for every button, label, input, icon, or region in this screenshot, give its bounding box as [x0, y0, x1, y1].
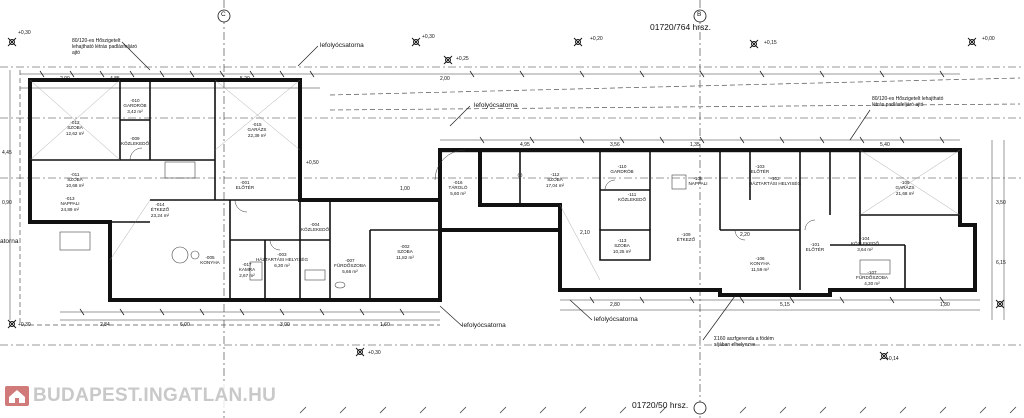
downpipe-label: lefolyócsatorna: [474, 102, 518, 109]
axis-label-b: B: [697, 11, 702, 18]
dimension-value: 5,20: [240, 76, 250, 82]
dimension-value: 2,84: [100, 322, 110, 328]
level-label: +0,30: [368, 350, 381, 356]
downpipe-label: lefolyócsatorna: [320, 42, 364, 49]
dimension-value: 3,00: [280, 322, 290, 328]
downpipe-label: lefolyócsatorna: [594, 316, 638, 323]
left-house-inner-walls: [30, 80, 440, 300]
dimension-value: 4,85: [110, 76, 120, 82]
level-label: +0,15: [764, 40, 777, 46]
dimension-value: 2,80: [610, 302, 620, 308]
dimension-value: 0,90: [2, 200, 12, 206]
level-label: +0,30: [18, 30, 31, 36]
dimension-value: 5,40: [880, 142, 890, 148]
dimension-value: 1,80: [940, 302, 950, 308]
bottom-edge-marks: [299, 406, 1017, 414]
left-house-hatching: [29, 79, 301, 261]
dimension-value: 2,00: [440, 76, 450, 82]
dimension-value: 1,35: [690, 142, 700, 148]
dimension-ticks: [39, 70, 945, 316]
level-label: +0,00: [982, 36, 995, 42]
house-logo-icon: [5, 386, 29, 406]
left-house-walls: [28, 78, 442, 302]
dimension-value: 3,56: [610, 142, 620, 148]
lot-label-bottom: 01720/50 hrsz.: [632, 400, 689, 410]
dimension-value: 2,00: [60, 76, 70, 82]
downpipe-label: lefolyócsatorna: [462, 322, 506, 329]
leader-lines: [121, 41, 871, 341]
level-label: +0,20: [590, 36, 603, 42]
dimension-value: 2,20: [740, 232, 750, 238]
watermark-text: BUDAPEST.INGATLAN.HU: [33, 385, 277, 406]
level-label: +0,25: [456, 56, 469, 62]
dimension-value: 4,95: [520, 142, 530, 148]
dimension-value: 6,00: [180, 322, 190, 328]
axis-bubbles: [217, 9, 707, 415]
fixtures: [59, 161, 891, 289]
note-ladder-left: 80/120-es Hőszigetelt lehajtható létrás …: [72, 38, 138, 56]
level-label: +0,30: [18, 322, 31, 328]
dimension-value: 3,50: [996, 200, 1006, 206]
dimension-value: 1,00: [400, 186, 410, 192]
level-markers: [7, 37, 1005, 361]
note-ladder-right: 80/120-es Hőszigetelt lehajtható létrás …: [872, 96, 944, 108]
level-label: +0,14: [886, 356, 899, 362]
note-pipe: Σ160 aszfgerenda a födém síjában elhelye…: [714, 336, 774, 348]
dimension-value: 6,15: [996, 260, 1006, 266]
door-swings: [129, 147, 816, 251]
watermark: BUDAPEST.INGATLAN.HU: [2, 384, 290, 408]
lot-label-top: 01720/764 hrsz.: [650, 22, 711, 32]
dimension-value: 5,15: [780, 302, 790, 308]
right-house-inner-walls: [519, 150, 960, 290]
dimension-value: 2,10: [580, 230, 590, 236]
right-house-hatching: [559, 149, 961, 281]
dimension-value: 1,60: [380, 322, 390, 328]
axis-label-c: C: [221, 11, 226, 18]
eaves-lines: [19, 70, 1021, 326]
side-label: atorna: [0, 238, 19, 245]
dimension-value: 4,45: [2, 150, 12, 156]
level-label: +0,50: [306, 160, 319, 166]
level-label: +0,30: [422, 34, 435, 40]
